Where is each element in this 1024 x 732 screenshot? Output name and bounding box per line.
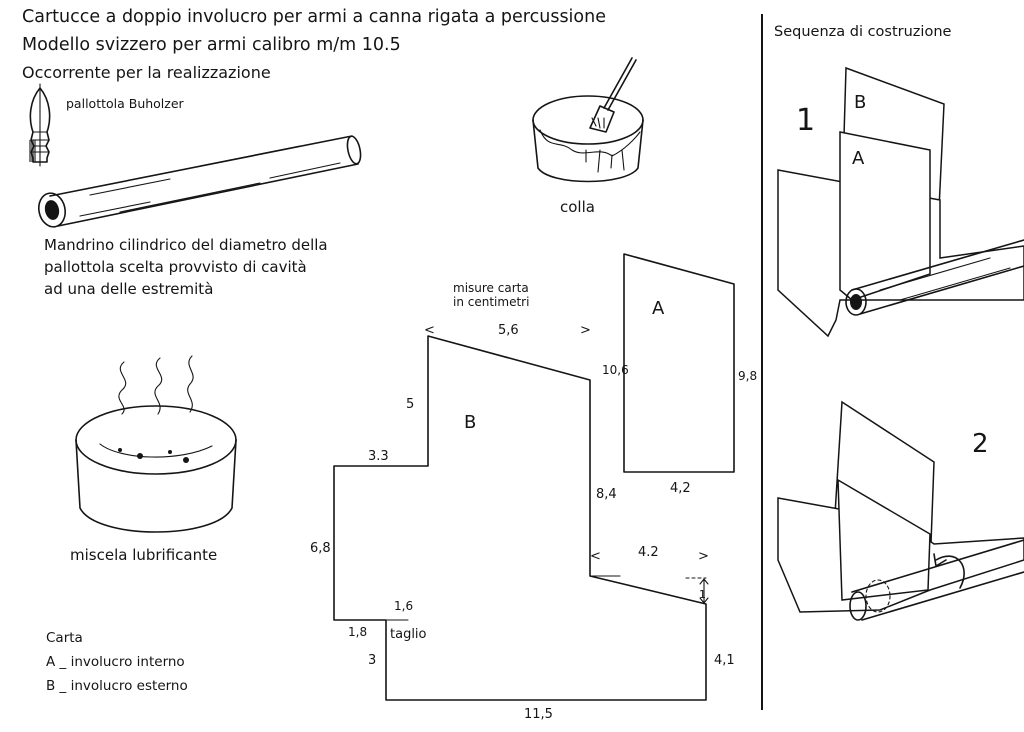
cut-label: taglio <box>390 627 427 642</box>
title-line-1: Cartucce a doppio involucro per armi a c… <box>22 7 606 27</box>
dim-b-notch: 4.2 <box>638 545 659 560</box>
step-1-number: 1 <box>796 103 815 138</box>
units-note-2: in centimetri <box>453 295 529 309</box>
step-2-paper-mid <box>837 478 931 601</box>
piece-b-label: B <box>464 412 476 433</box>
units-note-1: misure carta <box>453 281 529 295</box>
dim-b-cut-left: 1,8 <box>348 625 367 639</box>
arrow-right-notch: > <box>698 549 709 564</box>
mandrel-caption-1: Mandrino cilindrico del diametro della <box>44 236 328 254</box>
arrow-right-top: > <box>580 323 591 338</box>
bullet-label: pallottola Buholzer <box>66 96 185 111</box>
dim-a-right: 9,8 <box>738 369 757 383</box>
arrow-left-top: < <box>424 323 435 338</box>
glue-label: colla <box>560 198 595 216</box>
header: Cartucce a doppio involucro per armi a c… <box>22 7 606 82</box>
piece-a-label: A <box>652 298 665 319</box>
paper-legend: Carta A _ involucro interno B _ involucr… <box>46 630 188 694</box>
dim-b-step: 3.3 <box>368 449 389 464</box>
dim-a-left: 10,6 <box>602 363 629 377</box>
glue-pot-illustration <box>532 57 644 183</box>
dim-b-drop: 1 <box>699 588 706 601</box>
arrow-left-notch: < <box>590 549 601 564</box>
legend-title: Carta <box>46 630 83 646</box>
pattern-piece-b: B misure carta in centimetri < > 5,6 5 3… <box>310 281 735 722</box>
step-1-label-b: B <box>854 92 866 113</box>
lubricant-pot-illustration <box>75 355 237 533</box>
dim-b-cut-height: 3 <box>368 653 376 668</box>
mandrel-caption-2: pallottola scelta provvisto di cavità <box>44 258 307 276</box>
mandrel-caption-3: ad una delle estremità <box>44 280 213 298</box>
dim-b-top: 5,6 <box>498 323 519 338</box>
step-1-label-a: A <box>852 148 865 169</box>
pattern-piece-a: A 10,6 9,8 4,2 <box>602 253 757 496</box>
bullet-illustration: pallottola Buholzer <box>29 83 185 167</box>
sequence-title: Sequenza di costruzione <box>774 24 952 40</box>
dim-b-right-lower: 4,1 <box>714 653 735 668</box>
dim-b-cut-top: 1,6 <box>394 599 413 613</box>
dim-b-left-slant: 5 <box>406 397 414 412</box>
dim-b-right: 8,4 <box>596 487 617 502</box>
dim-a-bottom: 4,2 <box>670 481 691 496</box>
step-2-number: 2 <box>972 429 989 459</box>
sequence-panel: Sequenza di costruzione 1 B A 2 <box>774 24 1024 621</box>
mandrel-illustration <box>38 135 362 228</box>
lubricant-label: miscela lubrificante <box>70 546 217 564</box>
title-line-2: Modello svizzero per armi calibro m/m 10… <box>22 35 401 55</box>
dim-b-left: 6,8 <box>310 541 331 556</box>
legend-item-b: B _ involucro esterno <box>46 678 188 694</box>
dim-b-bottom: 11,5 <box>524 707 553 722</box>
legend-item-a: A _ involucro interno <box>46 654 185 670</box>
subtitle: Occorrente per la realizzazione <box>22 63 271 82</box>
